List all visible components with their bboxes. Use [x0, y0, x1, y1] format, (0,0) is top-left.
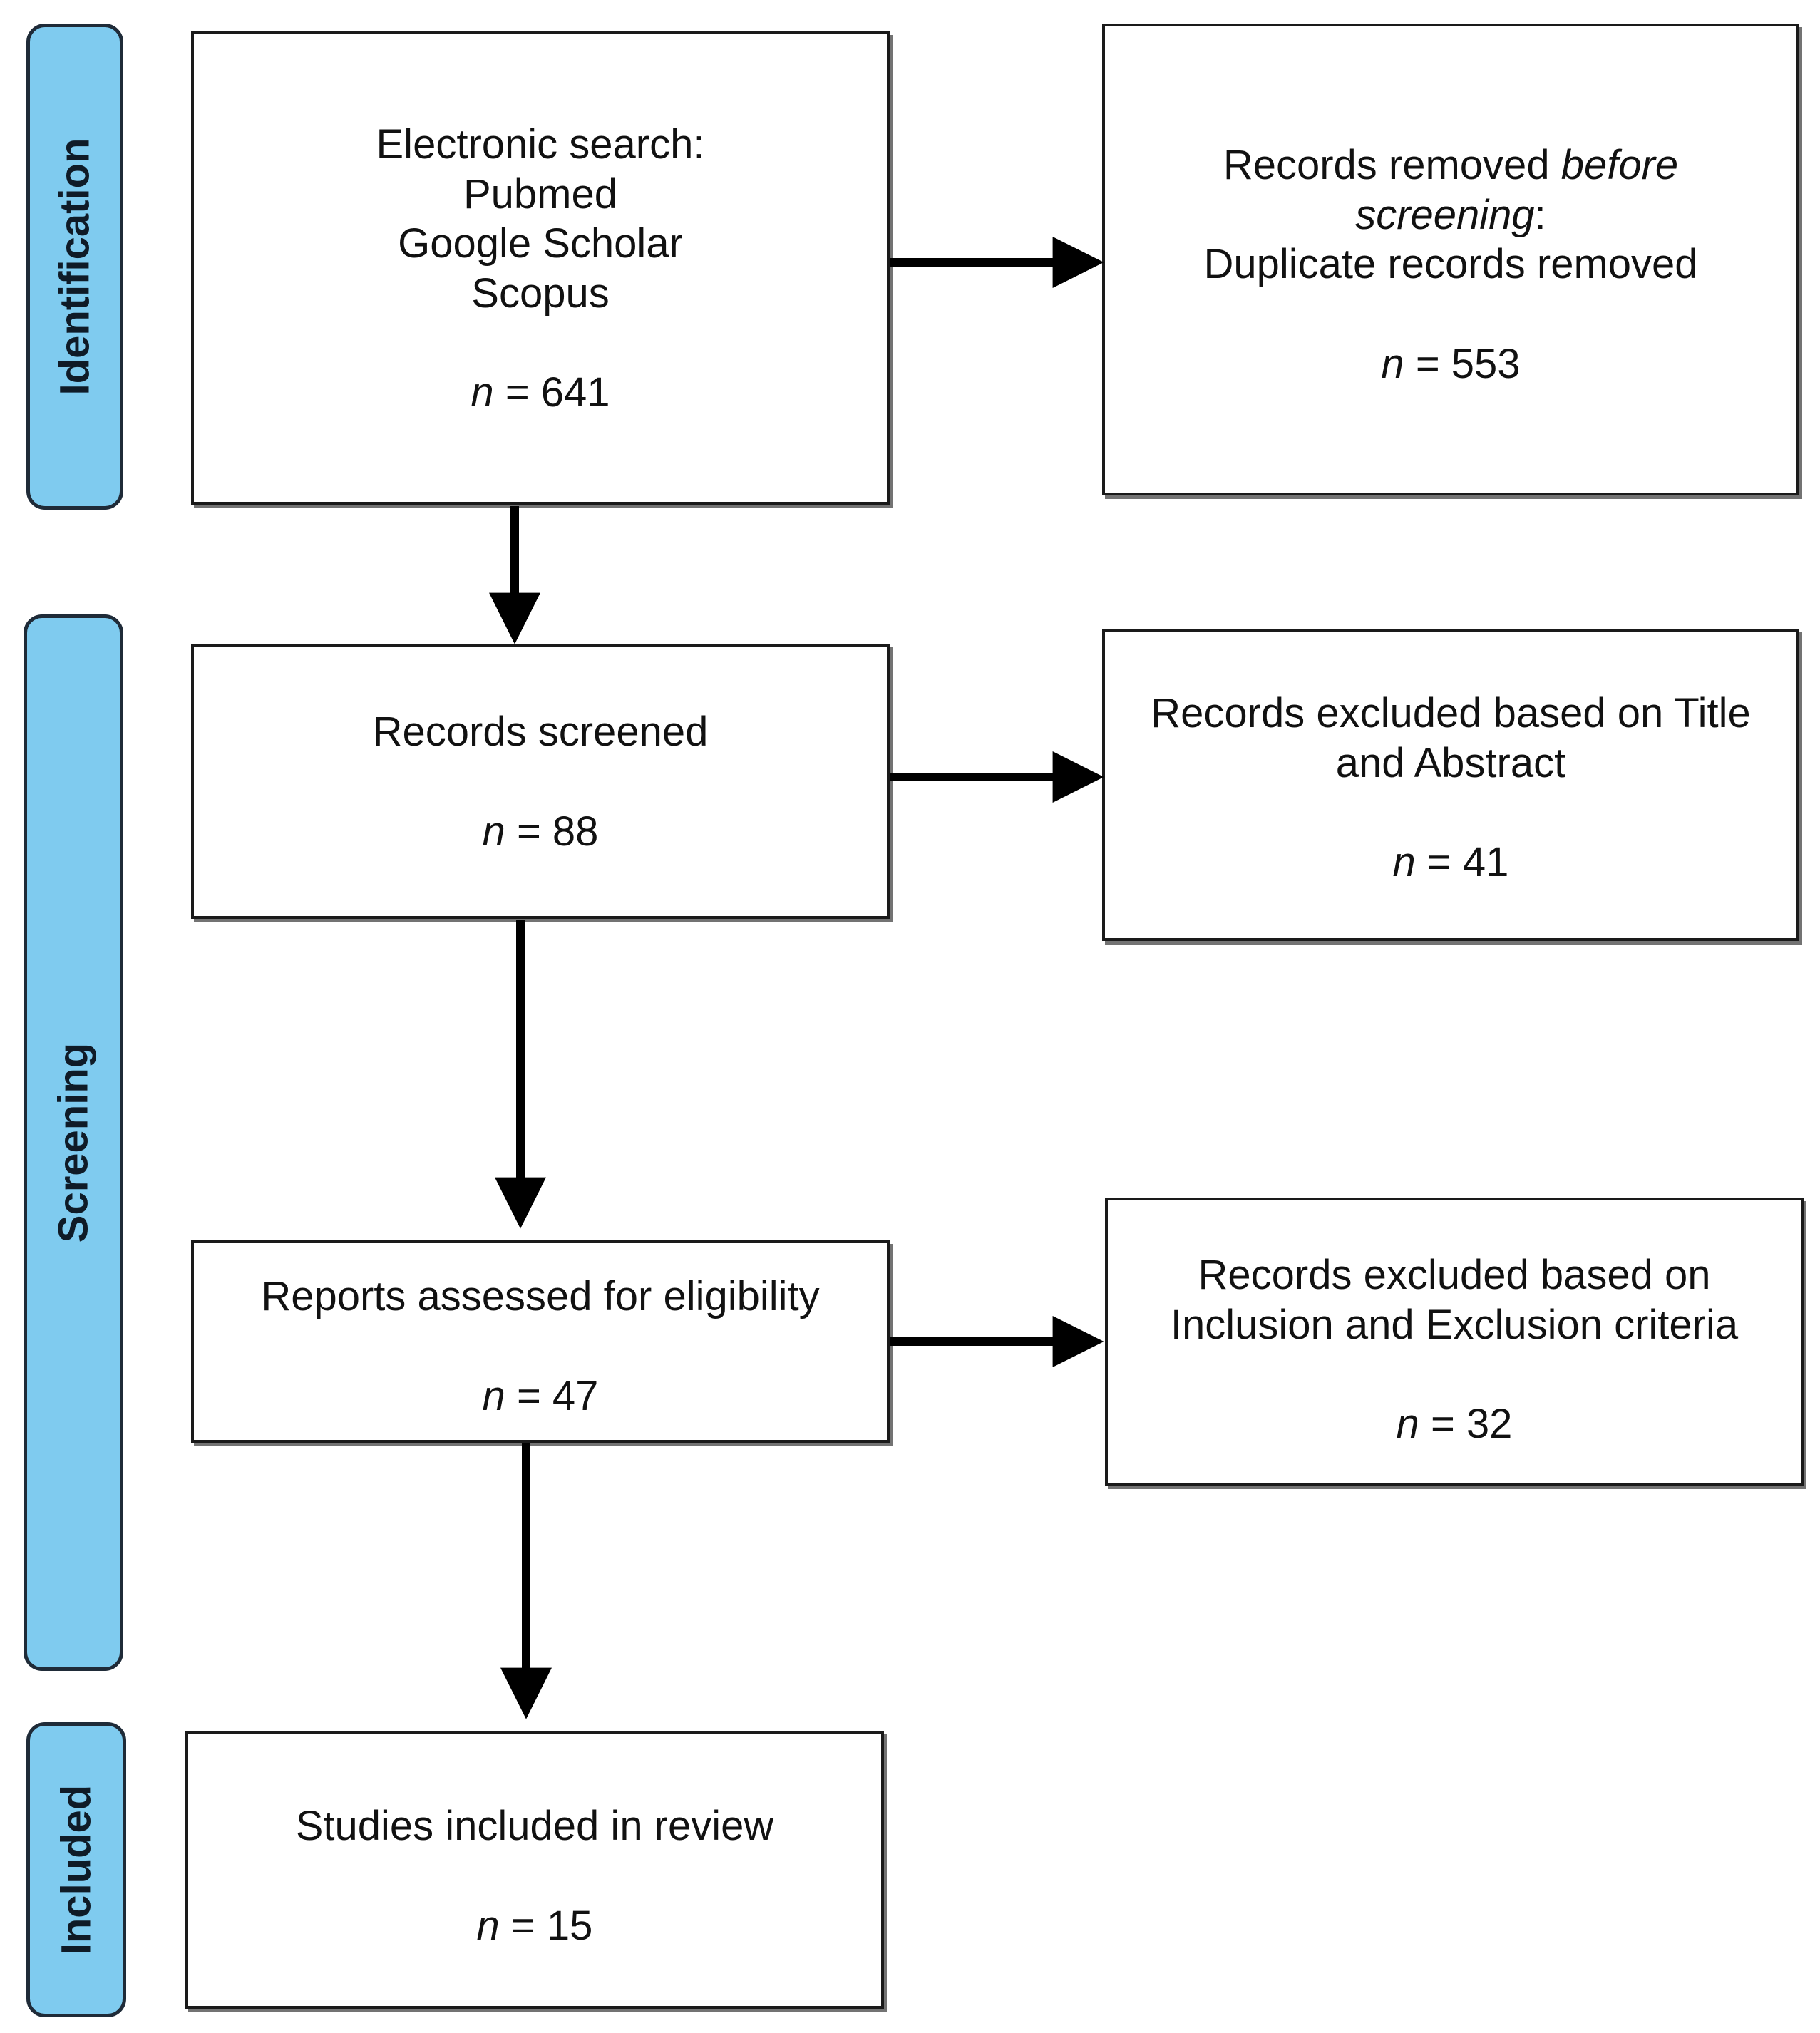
excluded-criteria-count: n = 32	[1396, 1401, 1513, 1448]
eligibility-line-1: Reports assessed for eligibility	[261, 1273, 820, 1319]
box-electronic-search: Electronic search: Pubmed Google Scholar…	[191, 31, 890, 505]
screened-count: n = 88	[482, 808, 599, 855]
box-excluded-criteria: Records excluded based on Inclusion and …	[1105, 1198, 1804, 1486]
removed-line-1: Records removed before	[1223, 142, 1679, 188]
box-records-screened: Records screened n = 88	[191, 644, 890, 919]
search-line-2: Pubmed	[463, 170, 618, 217]
phase-identification: Identification	[26, 24, 123, 510]
excluded-criteria-line-1: Records excluded based on	[1198, 1252, 1711, 1298]
excluded-title-count: n = 41	[1392, 839, 1509, 886]
included-line-1: Studies included in review	[295, 1803, 774, 1849]
excluded-criteria-line-2: Inclusion and Exclusion criteria	[1170, 1301, 1739, 1348]
phase-screening: Screening	[24, 614, 123, 1671]
search-count: n = 641	[471, 369, 610, 416]
phase-included: Included	[26, 1722, 126, 2017]
box-records-removed: Records removed before screening: Duplic…	[1102, 24, 1799, 495]
box-excluded-title-abstract: Records excluded based on Title and Abst…	[1102, 629, 1799, 941]
excluded-title-line-2: and Abstract	[1335, 739, 1566, 786]
removed-line-2: screening:	[1355, 191, 1546, 238]
screened-line-1: Records screened	[372, 709, 709, 755]
box-studies-included: Studies included in review n = 15	[185, 1731, 884, 2009]
removed-line-3: Duplicate records removed	[1203, 241, 1698, 288]
box-eligibility: Reports assessed for eligibility n = 47	[191, 1240, 890, 1443]
eligibility-count: n = 47	[482, 1372, 599, 1419]
removed-count: n = 553	[1381, 340, 1521, 387]
included-count: n = 15	[476, 1902, 593, 1949]
search-line-4: Scopus	[471, 269, 610, 316]
search-line-3: Google Scholar	[398, 220, 683, 267]
search-line-1: Electronic search:	[376, 121, 705, 168]
excluded-title-line-1: Records excluded based on Title	[1151, 690, 1751, 736]
